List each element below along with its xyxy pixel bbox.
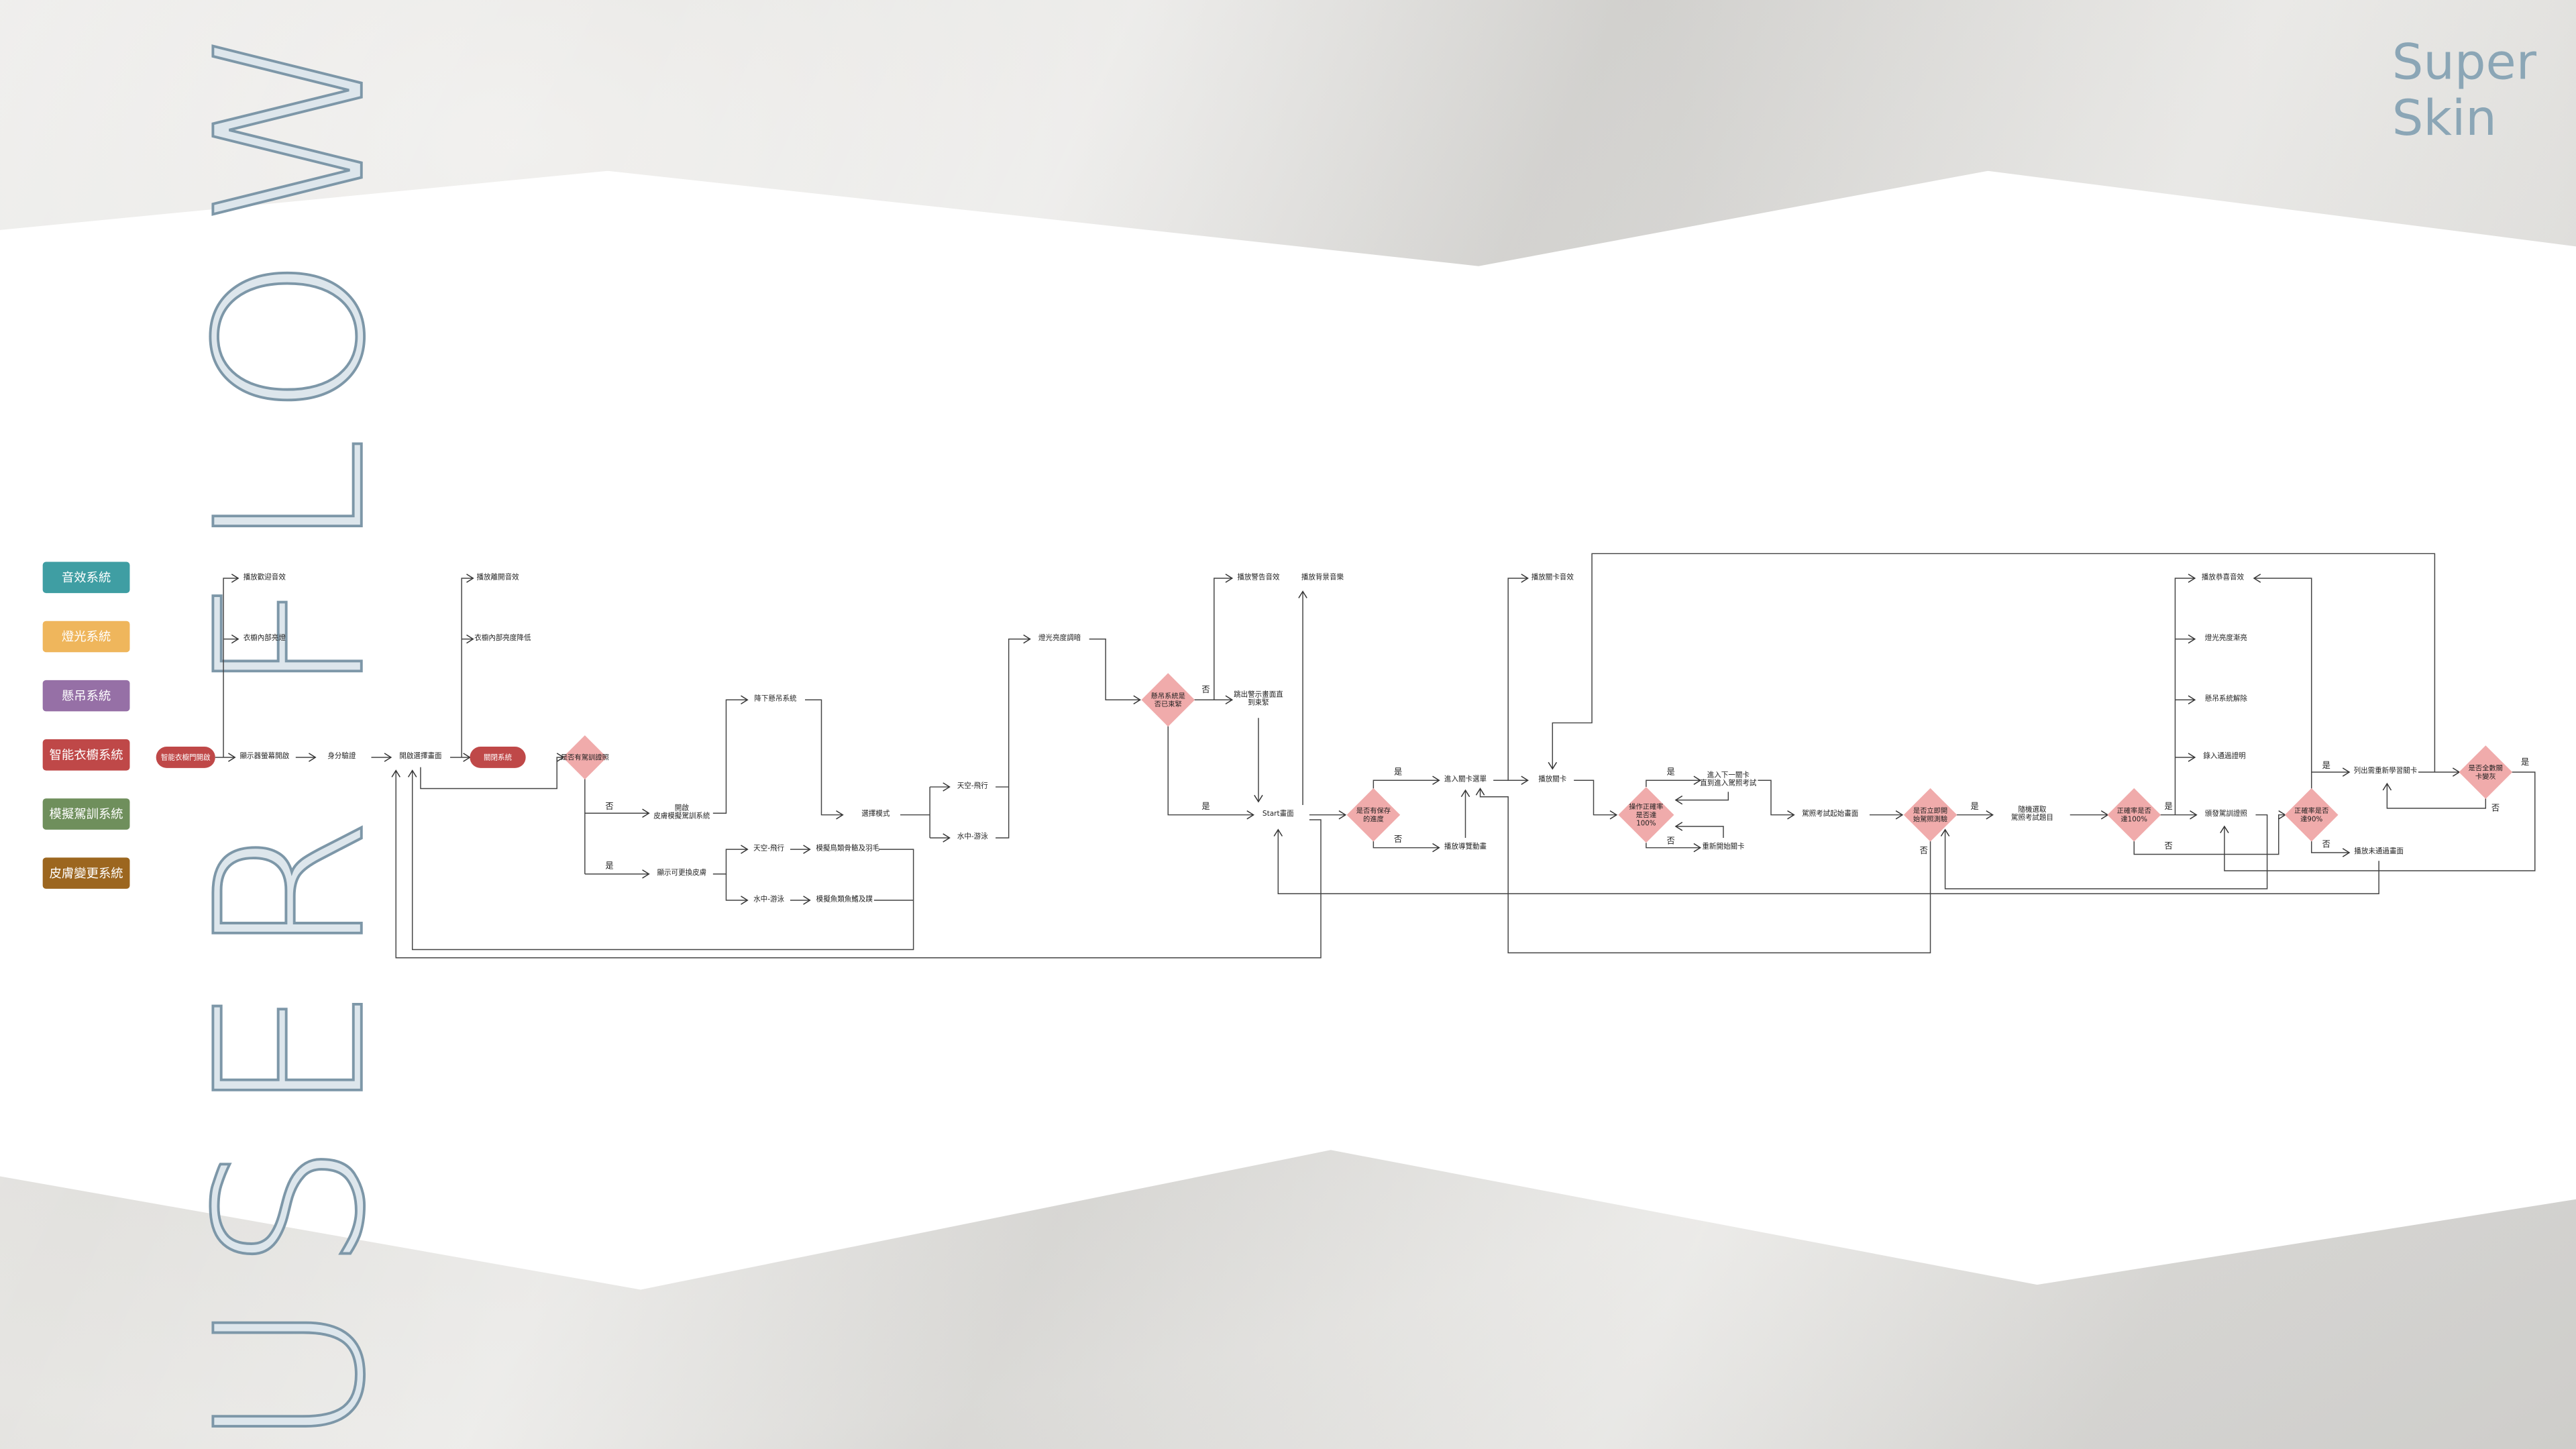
node-next-level: 進入下一關卡 直到進入駕照考試 (1700, 772, 1757, 789)
node-sky-flight: 天空-飛行 (753, 845, 785, 854)
logo-line-1: Super (2392, 34, 2536, 93)
node-dim-light: 燈光亮度調暗 (1038, 635, 1081, 643)
label-no: 否 (2491, 804, 2500, 814)
node-suspension-release: 懸吊系統解除 (2204, 696, 2247, 704)
node-water-swim-mode: 水中-游泳 (957, 833, 988, 843)
node-relearn-list: 列出需重新學習關卡 (2353, 767, 2418, 777)
label-no: 否 (1201, 686, 1210, 696)
label-yes: 是 (1393, 767, 1403, 778)
label-yes: 是 (605, 861, 614, 872)
node-choose-mode: 選擇模式 (861, 810, 890, 819)
node-close-system: 關閉系統 (470, 747, 526, 768)
node-wardrobe-open: 智能衣櫥門開啟 (156, 747, 215, 768)
node-identity: 身分驗證 (327, 753, 356, 762)
legend-sound-system: 音效系統 (42, 561, 130, 594)
node-wardrobe-light: 衣櫥內部亮燈 (243, 635, 286, 643)
node-screen-on: 顯示器螢幕開啟 (239, 753, 290, 762)
node-start-screen: Start畫面 (1262, 810, 1294, 819)
node-water-swim: 水中-游泳 (753, 896, 785, 905)
node-fish-sim: 模擬魚類魚鰭及蹼 (816, 896, 873, 905)
label-yes: 是 (2322, 761, 2330, 771)
legend-driving-sim-system: 模擬駕訓系統 (42, 798, 130, 830)
node-play-level: 播放關卡 (1538, 776, 1567, 785)
label-no: 否 (2322, 840, 2330, 851)
node-tutorial: 播放導覽動畫 (1444, 843, 1487, 852)
node-warning-sound: 播放警告音效 (1237, 574, 1280, 583)
label-no: 否 (2164, 842, 2173, 852)
node-lower-suspension: 降下懸吊系統 (754, 696, 797, 704)
label-no: 否 (605, 802, 614, 813)
node-light-lower: 衣櫥內部亮度降低 (474, 635, 531, 643)
label-no: 否 (1393, 835, 1403, 846)
legend-suspension-system: 懸吊系統 (42, 680, 130, 712)
legend-skin-change-system: 皮膚變更系統 (42, 857, 130, 889)
node-congrats-sound: 播放恭喜音效 (2201, 574, 2245, 583)
legend-lighting-system: 燈光系統 (42, 621, 130, 653)
node-light-up: 燈光亮度漸亮 (2204, 635, 2247, 643)
node-select-screen: 開啟選擇畫面 (399, 753, 442, 762)
label-yes: 是 (2520, 758, 2530, 768)
label-yes: 是 (2164, 802, 2173, 813)
label-yes: 是 (1666, 767, 1675, 778)
label-yes: 是 (1201, 802, 1210, 813)
label-yes: 是 (1970, 802, 1979, 813)
node-level-menu: 進入關卡選單 (1444, 776, 1487, 785)
node-leave-sound: 播放離開音效 (476, 574, 519, 583)
legend-wardrobe-system: 智能衣櫥系統 (42, 739, 130, 771)
node-warning-screen: 跳出警示畫面直 到束緊 (1234, 692, 1283, 708)
node-level-sound: 播放關卡音效 (1531, 574, 1574, 583)
node-issue-license: 頒發駕訓證照 (2204, 810, 2247, 819)
logo-line-2: Skin (2392, 90, 2497, 148)
node-sky-flight-mode: 天空-飛行 (957, 782, 988, 792)
node-exam-start: 駕照考試起始畫面 (1802, 810, 1859, 819)
node-bird-sim: 模擬鳥類骨骼及羽毛 (816, 845, 880, 854)
node-open-sim: 開啟 皮膚模擬駕訓系統 (653, 805, 710, 822)
node-show-skins: 顯示可更換皮膚 (657, 869, 707, 878)
node-bgm: 播放背景音樂 (1301, 574, 1344, 583)
node-welcome-sound: 播放歡迎音效 (243, 574, 286, 583)
node-random-questions: 隨機選取 駕照考試題目 (2010, 806, 2053, 823)
node-fail-screen: 播放未通過畫面 (2354, 848, 2404, 857)
label-no: 否 (1666, 837, 1675, 847)
label-no: 否 (1919, 847, 1928, 857)
node-restart-level: 重新開始關卡 (1702, 843, 1745, 852)
logo: Super Skin (2392, 36, 2536, 148)
node-record-pass: 錄入通過證明 (2203, 753, 2246, 762)
